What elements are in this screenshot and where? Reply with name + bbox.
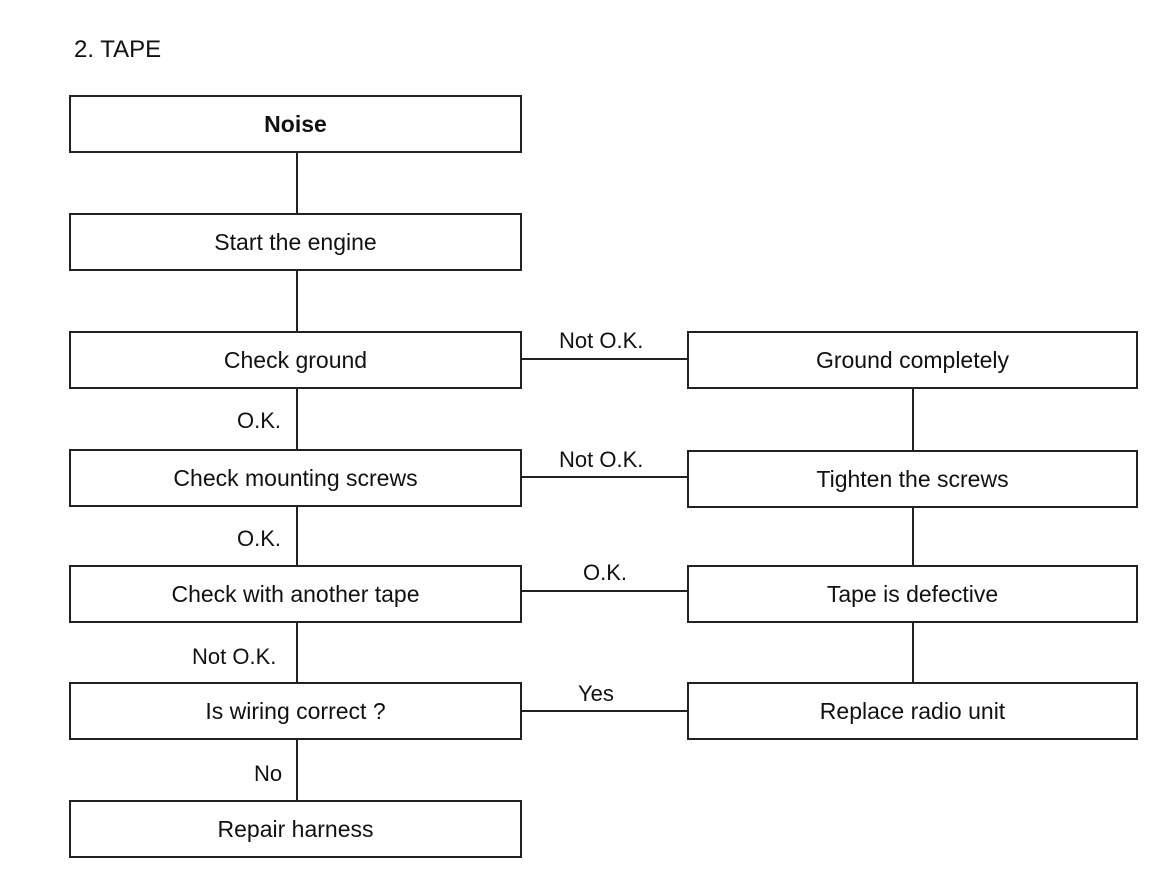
noise-box: Noise (69, 95, 522, 153)
check-tape-box: Check with another tape (69, 565, 522, 623)
wiring-no-label: No (254, 761, 283, 786)
tape-defective-box: Tape is defective (687, 565, 1138, 623)
check-screws-box: Check mounting screws (69, 449, 522, 507)
repair-harness-box: Repair harness (69, 800, 522, 858)
tighten-screws-box: Tighten the screws (687, 450, 1138, 508)
wiring-yes-label: Yes (578, 681, 614, 706)
diagram-title: 2. TAPE (74, 36, 162, 63)
replace-radio-box: Replace radio unit (687, 682, 1138, 740)
ground-ok-label: O.K. (237, 408, 282, 433)
check-ground-box: Check ground (69, 331, 522, 389)
screws-not-ok-label: Not O.K. (559, 447, 644, 472)
start-engine-box: Start the engine (69, 213, 522, 271)
screws-ok-label: O.K. (237, 526, 282, 551)
ground-not-ok-label: Not O.K. (559, 328, 644, 353)
ground-completely-box: Ground completely (687, 331, 1138, 389)
wiring-box: Is wiring correct ? (69, 682, 522, 740)
tape-ok-label: O.K. (583, 560, 628, 585)
tape-not-ok-label: Not O.K. (192, 644, 277, 669)
